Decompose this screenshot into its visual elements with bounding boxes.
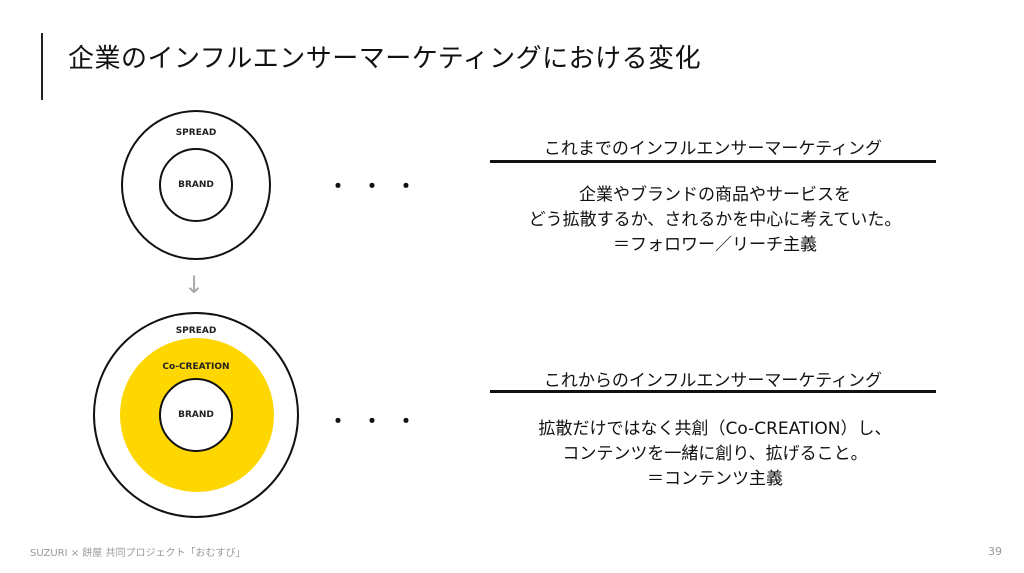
spread-label: SPREAD xyxy=(175,128,217,138)
before-heading: これまでのインフルエンサーマーケティング xyxy=(543,139,883,159)
spread-label: SPREAD xyxy=(175,326,217,336)
body-line: コンテンツを一緒に創り、拡げること。 xyxy=(562,444,868,464)
page-title: 企業のインフルエンサーマーケティングにおける変化 xyxy=(68,44,702,74)
ellipsis: ・・・ xyxy=(328,174,430,198)
after-body: 拡散だけではなく共創（Co-CREATION）し、 コンテンツを一緒に創り、拡げ… xyxy=(440,417,990,492)
co-creation-label: Co-CREATION xyxy=(162,362,230,372)
body-line: ＝フォロワー／リーチ主義 xyxy=(613,235,817,255)
body-line: ＝コンテンツ主義 xyxy=(647,469,783,489)
spread-circle xyxy=(121,110,271,260)
before-body: 企業やブランドの商品やサービスを どう拡散するか、されるかを中心に考えていた。 … xyxy=(440,183,990,258)
brand-label: BRAND xyxy=(178,410,214,420)
brand-label: BRAND xyxy=(178,180,214,190)
after-underline xyxy=(490,390,936,393)
brand-circle xyxy=(159,378,233,452)
footer-text: SUZURI × 餅屋 共同プロジェクト「おむすび」 xyxy=(30,548,246,559)
title-accent-bar xyxy=(41,33,43,100)
down-arrow-icon: ↓ xyxy=(184,271,205,299)
body-line: どう拡散するか、されるかを中心に考えていた。 xyxy=(528,210,902,230)
body-line: 拡散だけではなく共創（Co-CREATION）し、 xyxy=(538,419,892,439)
body-line: 企業やブランドの商品やサービスを xyxy=(579,185,851,205)
before-underline xyxy=(490,160,936,163)
after-heading: これからのインフルエンサーマーケティング xyxy=(543,371,883,391)
brand-circle xyxy=(159,148,233,222)
ellipsis: ・・・ xyxy=(328,409,430,433)
spread-circle xyxy=(93,312,299,518)
page-number: 39 xyxy=(988,545,1002,558)
